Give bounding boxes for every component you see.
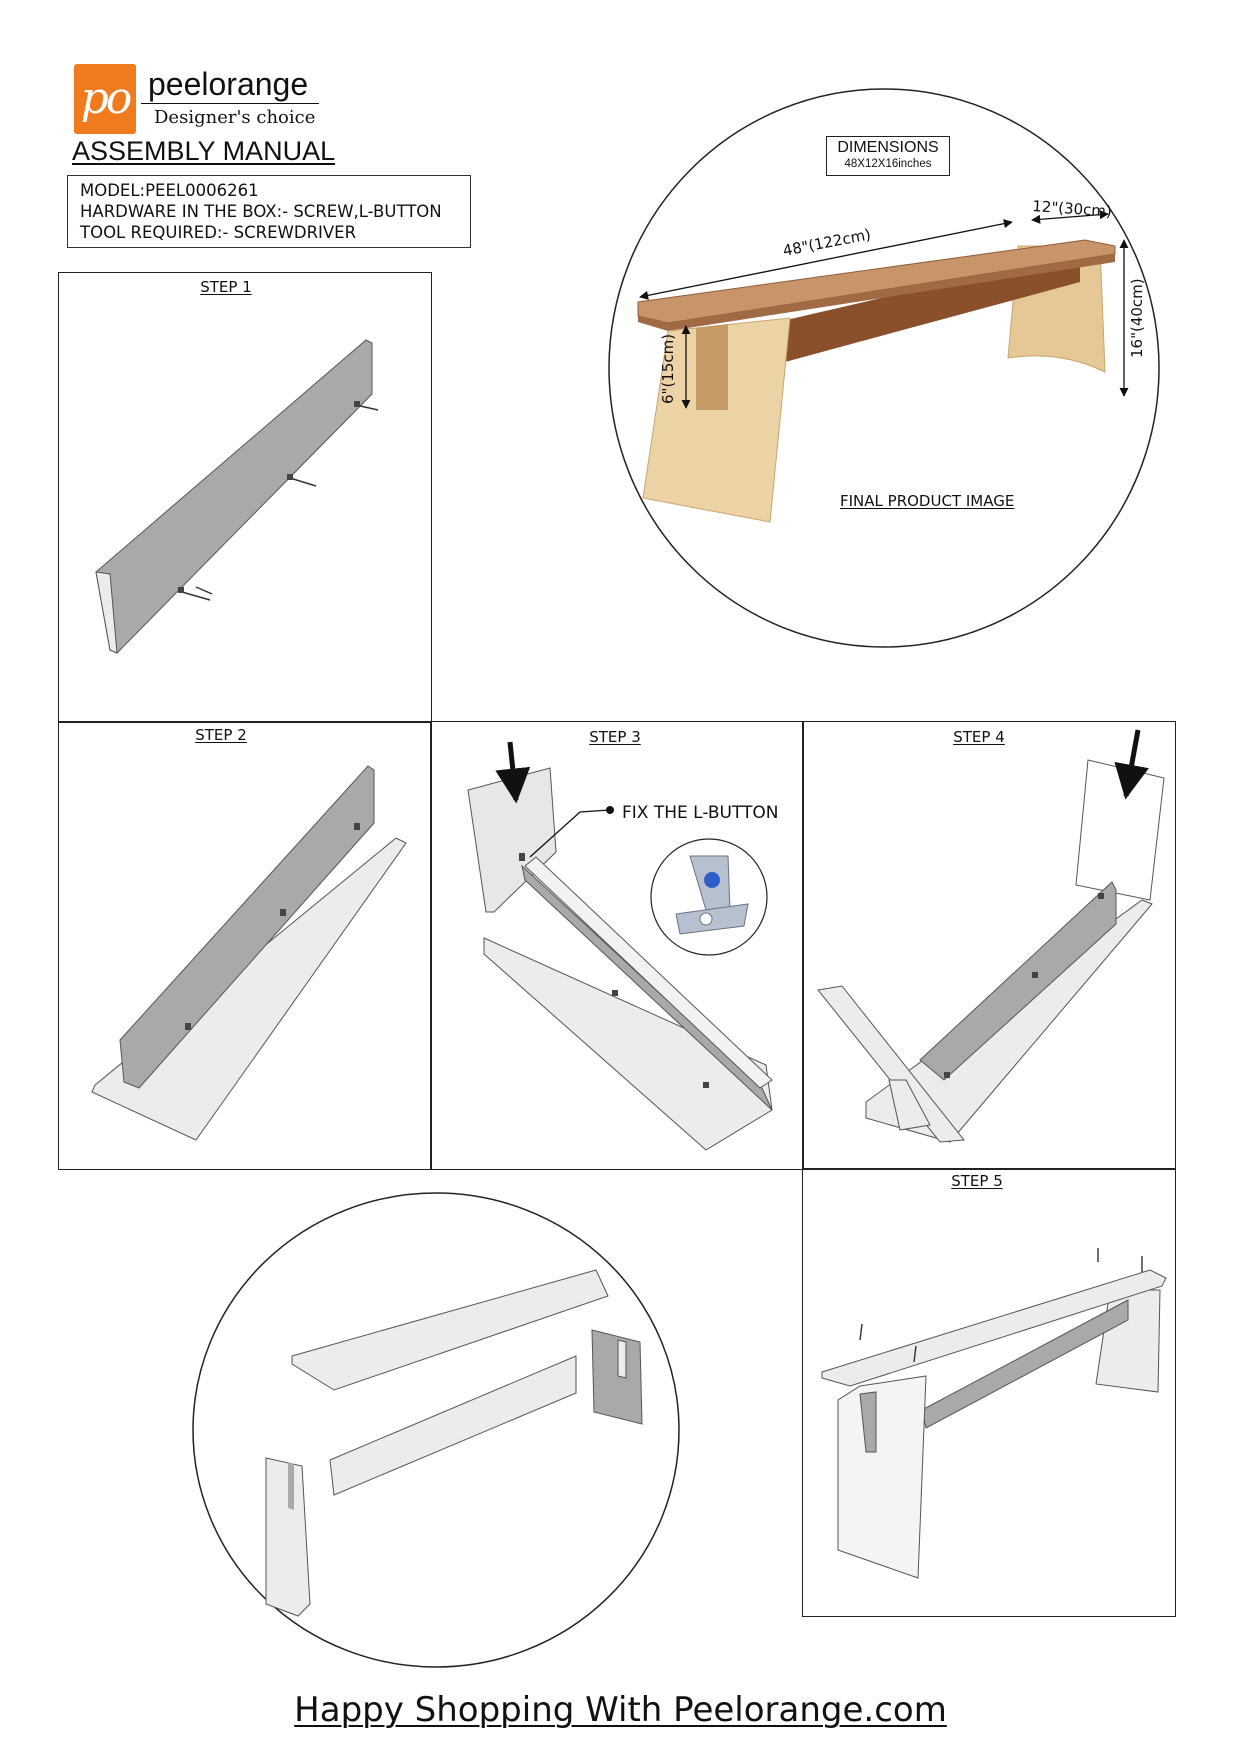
step2-frame [58, 721, 432, 1170]
manual-title: ASSEMBLY MANUAL [72, 136, 336, 166]
footer-tagline: Happy Shopping With Peelorange.com [294, 1690, 947, 1730]
model-number: MODEL:PEEL0006261 [80, 181, 259, 200]
step5-label: STEP 5 [951, 1172, 1003, 1190]
dimensions-subtitle: 48X12X16inches [844, 158, 932, 170]
dimension-height: 16"(40cm) [1128, 278, 1146, 358]
step3-illustration [467, 741, 773, 1151]
step1-frame [58, 272, 432, 723]
hardware-list: HARDWARE IN THE BOX:- SCREW,L-BUTTON [80, 202, 442, 221]
brand-tagline: Designer's choice [154, 107, 316, 128]
fix-lbutton-callout: FIX THE L-BUTTON [622, 803, 779, 823]
tools-required: TOOL REQUIRED:- SCREWDRIVER [80, 223, 357, 242]
final-product-label: FINAL PRODUCT IMAGE [840, 492, 1015, 510]
dimensions-title: DIMENSIONS [837, 139, 939, 156]
step4-frame [802, 721, 1176, 1170]
step3-frame [430, 721, 804, 1170]
step5-illustration [821, 1248, 1167, 1579]
step1-illustration [95, 339, 379, 654]
dimensions-box: DIMENSIONS 48X12X16inches [826, 136, 950, 176]
step5-frame [802, 1168, 1176, 1617]
dimension-leg-slot: 6"(15cm) [659, 334, 677, 404]
step1-label: STEP 1 [200, 278, 252, 296]
step3-label: STEP 3 [589, 728, 641, 746]
step2-label: STEP 2 [195, 726, 247, 744]
product-info-box: MODEL:PEEL0006261 HARDWARE IN THE BOX:- … [67, 175, 471, 248]
brand-name: peelorange [148, 66, 309, 102]
parts-exploded-illustration [192, 1192, 680, 1668]
final-product-illustration: 48"(122cm) 12"(30cm) 16"(40cm) 6"(15cm) [608, 88, 1160, 648]
brand-logo: po [74, 64, 136, 134]
step2-illustration [91, 765, 407, 1141]
dimension-length: 48"(122cm) [781, 225, 872, 260]
dimension-depth: 12"(30cm) [1032, 197, 1113, 221]
step4-illustration [817, 729, 1165, 1143]
logo-text: po [80, 73, 133, 124]
step4-label: STEP 4 [953, 728, 1005, 746]
brand-underline [141, 103, 319, 104]
